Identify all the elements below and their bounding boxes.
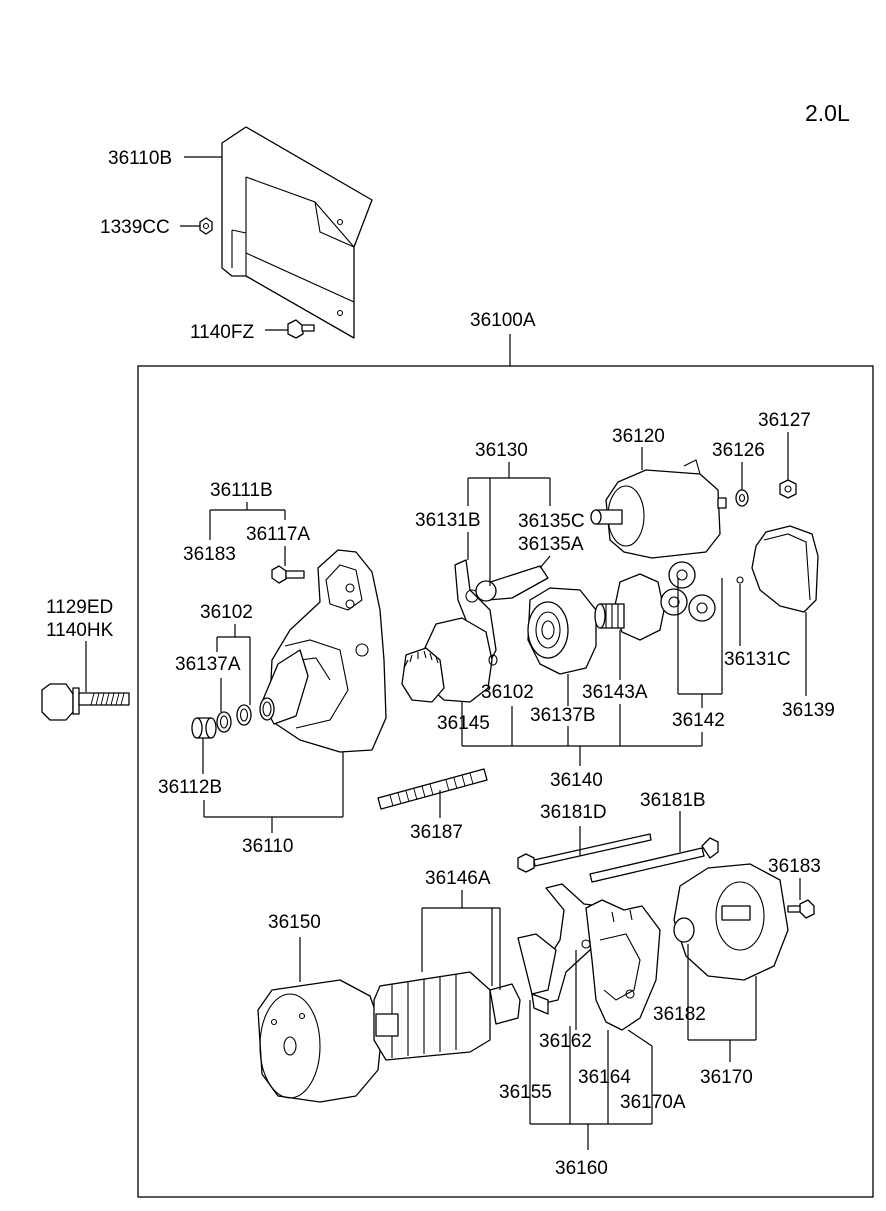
front-housing-part [259, 549, 387, 753]
bolt-1129ed [41, 683, 130, 721]
label-36170a: 36170A [620, 1092, 686, 1113]
yoke-part [257, 979, 383, 1103]
label-36137b: 36137B [530, 705, 596, 726]
label-36145: 36145 [437, 713, 490, 734]
gear-housing-part [527, 587, 597, 675]
label-36135c: 36135C [518, 511, 585, 532]
label-36131c: 36131C [724, 649, 791, 670]
label-1129ed: 1129ED [46, 597, 113, 618]
label-36146a: 36146A [425, 868, 491, 889]
nut-36127 [779, 479, 797, 499]
label-36187: 36187 [410, 822, 463, 843]
label-36140: 36140 [550, 770, 603, 791]
bushing-36112b [191, 717, 217, 739]
label-36162: 36162 [539, 1031, 592, 1052]
washers-36137a [216, 704, 252, 733]
label-36117a: 36117A [246, 524, 310, 545]
label-36110b: 36110B [108, 148, 172, 169]
bolt-36117a [271, 565, 305, 584]
label-36102-left: 36102 [200, 602, 253, 623]
engine-label: 2.0L [805, 100, 850, 126]
cover-36139 [751, 525, 819, 613]
label-36181d: 36181D [540, 802, 607, 823]
label-36170: 36170 [700, 1067, 753, 1088]
through-bolt-36181d [517, 833, 652, 873]
label-36135a: 36135A [518, 534, 584, 555]
label-36155: 36155 [499, 1082, 552, 1103]
screw-36183 [787, 899, 815, 919]
armature-part [373, 971, 521, 1061]
label-36143a: 36143A [582, 682, 648, 703]
solenoid-part [590, 459, 727, 559]
label-36183-top: 36183 [183, 544, 236, 565]
end-frame-part [673, 863, 789, 981]
label-36181b: 36181B [640, 790, 706, 811]
internal-gear-part [594, 573, 665, 641]
label-36127: 36127 [758, 410, 811, 431]
label-36139: 36139 [782, 700, 835, 721]
washer-36126 [735, 489, 749, 507]
stud-36187 [377, 768, 488, 810]
label-36130: 36130 [475, 440, 528, 461]
bolt-1140fz [287, 319, 315, 339]
label-36102-mid: 36102 [481, 682, 534, 703]
label-1140hk: 1140HK [46, 620, 114, 641]
label-36142: 36142 [672, 710, 725, 731]
through-bolt-36181b [589, 837, 719, 883]
ring-36131c [736, 576, 744, 584]
label-36183-bottom: 36183 [768, 856, 821, 877]
label-36150: 36150 [268, 912, 321, 933]
label-36126: 36126 [712, 440, 765, 461]
label-36164: 36164 [578, 1067, 631, 1088]
shift-lever-part [475, 565, 549, 602]
label-36182: 36182 [653, 1004, 706, 1025]
label-36120: 36120 [612, 426, 665, 447]
label-36137a: 36137A [175, 654, 241, 675]
brush-holder-part [517, 883, 661, 1031]
nut-1339cc [199, 217, 213, 235]
label-1140fz: 1140FZ [190, 322, 254, 343]
planet-gears-part [660, 561, 716, 622]
label-36131b: 36131B [415, 510, 481, 531]
label-36110: 36110 [242, 836, 293, 857]
assembly-frame [137, 365, 874, 1198]
label-36100a: 36100A [470, 310, 536, 331]
pinion-clutch-part [401, 559, 498, 703]
label-36111b: 36111B [210, 480, 273, 501]
label-1339cc: 1339CC [100, 217, 170, 238]
label-36160: 36160 [555, 1158, 608, 1179]
label-36112b: 36112B [158, 777, 222, 798]
heat-shield-part [221, 126, 373, 339]
